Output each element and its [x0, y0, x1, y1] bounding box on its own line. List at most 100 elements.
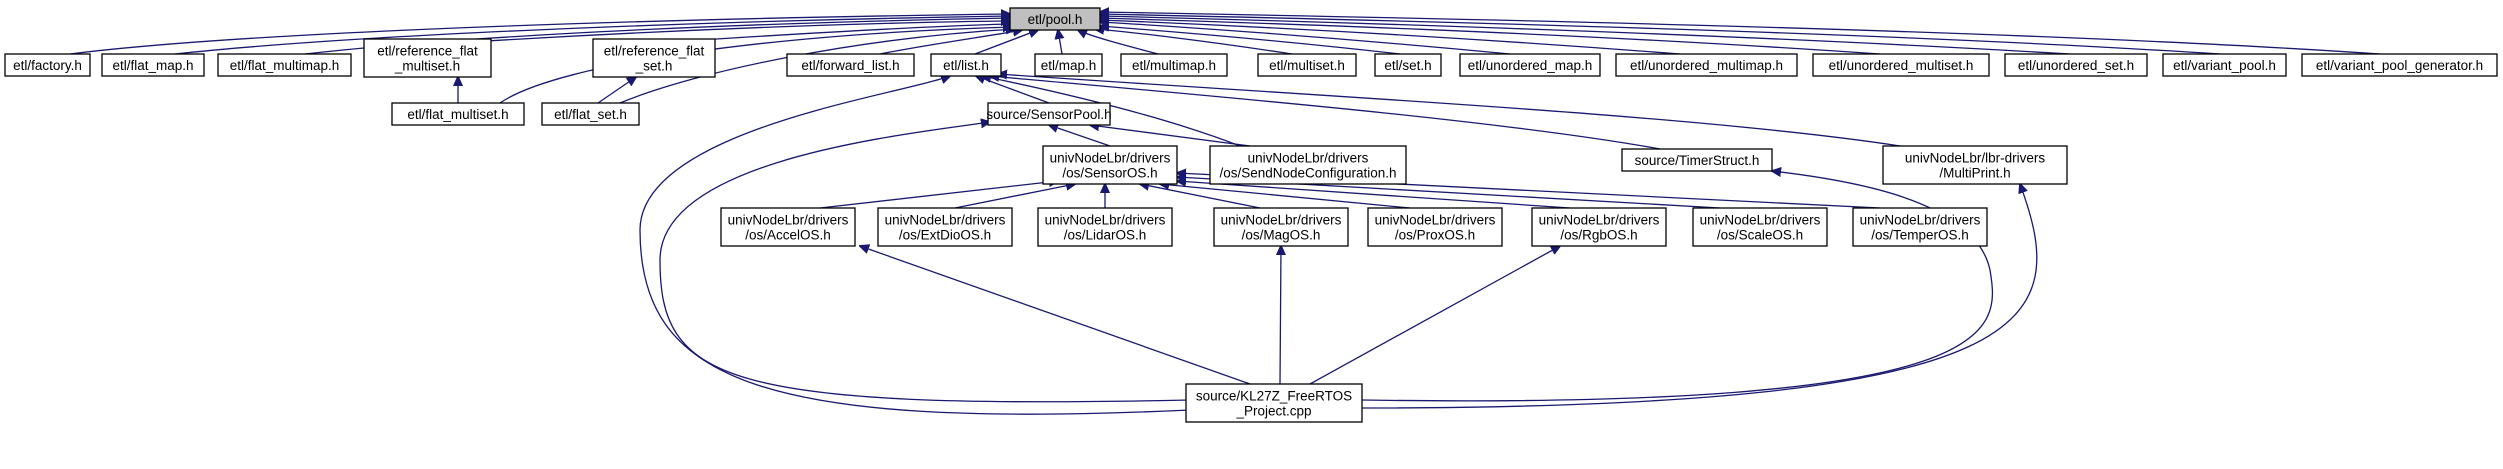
node-scaleos[interactable]: univNodeLbr/drivers/os/ScaleOS.h: [1692, 207, 1828, 247]
node-label: etl/multiset.h: [1269, 58, 1345, 73]
node-box: [1812, 53, 1990, 77]
node-label: etl/forward_list.h: [801, 58, 899, 73]
node-box: [1615, 53, 1798, 77]
node-box: [1531, 207, 1667, 247]
edge-variant_pool-to-pool: [1100, 14, 2221, 55]
node-list[interactable]: etl/list.h: [930, 53, 1002, 77]
node-label: univNodeLbr/drivers: [728, 213, 849, 228]
node-label: univNodeLbr/drivers: [1375, 213, 1496, 228]
node-box: [363, 38, 492, 78]
node-extdioos[interactable]: univNodeLbr/drivers/os/ExtDioOS.h: [877, 207, 1013, 247]
node-proxos[interactable]: univNodeLbr/drivers/os/ProxOS.h: [1367, 207, 1503, 247]
node-box: [1374, 53, 1442, 77]
node-label: _set.h: [635, 59, 673, 74]
node-box: [1852, 207, 1988, 247]
node-unordered-set[interactable]: etl/unordered_set.h: [2004, 53, 2148, 77]
node-lidaros[interactable]: univNodeLbr/drivers/os/LidarOS.h: [1037, 207, 1173, 247]
node-unordered-multiset[interactable]: etl/unordered_multiset.h: [1812, 53, 1990, 77]
node-box: [1034, 53, 1103, 77]
node-variant-pool-generator[interactable]: etl/variant_pool_generator.h: [2301, 53, 2498, 77]
node-label: /MultiPrint.h: [1939, 166, 2010, 181]
node-flat-map[interactable]: etl/flat_map.h: [101, 53, 205, 77]
node-sensoros[interactable]: univNodeLbr/drivers/os/SensorOS.h: [1042, 145, 1178, 185]
node-label: /os/RgbOS.h: [1560, 228, 1637, 243]
node-set[interactable]: etl/set.h: [1374, 53, 1442, 77]
edge-unordered_map-to-pool: [1100, 22, 1511, 55]
node-factory[interactable]: etl/factory.h: [4, 53, 91, 77]
node-box: [1367, 207, 1503, 247]
edge-accelos-to-sensoros: [819, 181, 1058, 209]
edge-rgbos-to-sensoros: [1177, 181, 1571, 209]
node-timerstruct[interactable]: source/TimerStruct.h: [1621, 148, 1773, 172]
node-flat-multiset[interactable]: etl/flat_multiset.h: [391, 102, 525, 126]
node-variant-pool[interactable]: etl/variant_pool.h: [2162, 53, 2287, 77]
node-forward-list[interactable]: etl/forward_list.h: [786, 53, 915, 77]
node-flat-set[interactable]: etl/flat_set.h: [541, 102, 640, 126]
node-multiprint[interactable]: univNodeLbr/lbr-drivers/MultiPrint.h: [1882, 145, 2068, 185]
node-box: [1037, 207, 1173, 247]
edge-kl27z-to-list: [639, 76, 1191, 415]
node-label: etl/flat_set.h: [554, 107, 627, 122]
node-rgbos[interactable]: univNodeLbr/drivers/os/RgbOS.h: [1531, 207, 1667, 247]
node-kl27z[interactable]: source/KL27Z_FreeRTOS_Project.cpp: [1185, 383, 1363, 423]
node-label: etl/unordered_multimap.h: [1630, 58, 1783, 73]
edge-factory-to-pool: [69, 14, 1010, 55]
node-label: etl/variant_pool.h: [2173, 58, 2276, 73]
edge-proxos-to-sensoros: [1160, 184, 1411, 209]
node-box: [1185, 383, 1363, 423]
edge-kl27z-to-multiprint: [1361, 184, 2038, 409]
node-ref-flat-set[interactable]: etl/reference_flat_set.h: [592, 38, 716, 78]
node-map[interactable]: etl/map.h: [1034, 53, 1103, 77]
node-label: source/TimerStruct.h: [1635, 153, 1760, 168]
node-label: univNodeLbr/drivers: [885, 213, 1006, 228]
node-box: [2162, 53, 2287, 77]
node-label: univNodeLbr/lbr-drivers: [1905, 151, 2046, 166]
node-label: etl/unordered_multiset.h: [1829, 58, 1974, 73]
node-label: etl/flat_multiset.h: [407, 107, 508, 122]
node-label: /os/ProxOS.h: [1395, 228, 1475, 243]
node-box: [1213, 207, 1349, 247]
node-box: [541, 102, 640, 126]
node-label: /os/LidarOS.h: [1064, 228, 1147, 243]
node-box: [1042, 145, 1178, 185]
node-box: [1692, 207, 1828, 247]
node-multimap[interactable]: etl/multimap.h: [1120, 53, 1228, 77]
edge-list-to-pool: [974, 30, 1038, 55]
node-label: etl/reference_flat: [377, 44, 478, 59]
node-label: univNodeLbr/drivers: [1860, 213, 1981, 228]
node-box: [786, 53, 915, 77]
node-label: etl/multimap.h: [1132, 58, 1216, 73]
node-unordered-map[interactable]: etl/unordered_map.h: [1459, 53, 1601, 77]
node-label: etl/factory.h: [13, 58, 82, 73]
edge-multimap-to-pool: [1078, 30, 1159, 55]
edge-timerstruct-to-list: [990, 76, 1661, 150]
node-flat-multimap[interactable]: etl/flat_multimap.h: [217, 53, 352, 77]
node-multiset[interactable]: etl/multiset.h: [1257, 53, 1357, 77]
node-ref-flat-multiset[interactable]: etl/reference_flat_multiset.h: [363, 38, 492, 78]
edge-extdioos-to-sensoros: [954, 184, 1075, 209]
node-label: etl/map.h: [1041, 58, 1097, 73]
node-box: [1009, 7, 1101, 31]
node-label: /os/ExtDioOS.h: [899, 228, 991, 243]
node-temperos[interactable]: univNodeLbr/drivers/os/TemperOS.h: [1852, 207, 1988, 247]
edge-flat_map-to-pool: [174, 16, 1010, 55]
node-label: etl/set.h: [1384, 58, 1431, 73]
node-accelos[interactable]: univNodeLbr/drivers/os/AccelOS.h: [720, 207, 856, 247]
node-unordered-multimap[interactable]: etl/unordered_multimap.h: [1615, 53, 1798, 77]
node-label: source/SensorPool.h: [986, 107, 1111, 122]
edge-multiset-to-pool: [1095, 29, 1293, 55]
edge-unordered_set-to-pool: [1100, 16, 2071, 55]
node-sensorpool[interactable]: source/SensorPool.h: [986, 102, 1112, 126]
node-label: /os/AccelOS.h: [745, 228, 831, 243]
edge-kl27z-to-sensorpool: [659, 122, 1191, 403]
node-label: univNodeLbr/drivers: [1050, 151, 1171, 166]
node-label: univNodeLbr/drivers: [1248, 151, 1369, 166]
node-sendnodeconfig[interactable]: univNodeLbr/drivers/os/SendNodeConfigura…: [1209, 145, 1407, 185]
node-pool[interactable]: etl/pool.h: [1009, 7, 1101, 31]
node-box: [2301, 53, 2498, 77]
edge-ref_flat_multiset-to-pool: [469, 21, 1010, 43]
node-label: etl/variant_pool_generator.h: [2316, 58, 2483, 73]
node-magos[interactable]: univNodeLbr/drivers/os/MagOS.h: [1213, 207, 1349, 247]
node-label: _Project.cpp: [1235, 404, 1311, 419]
node-label: etl/pool.h: [1028, 12, 1083, 27]
